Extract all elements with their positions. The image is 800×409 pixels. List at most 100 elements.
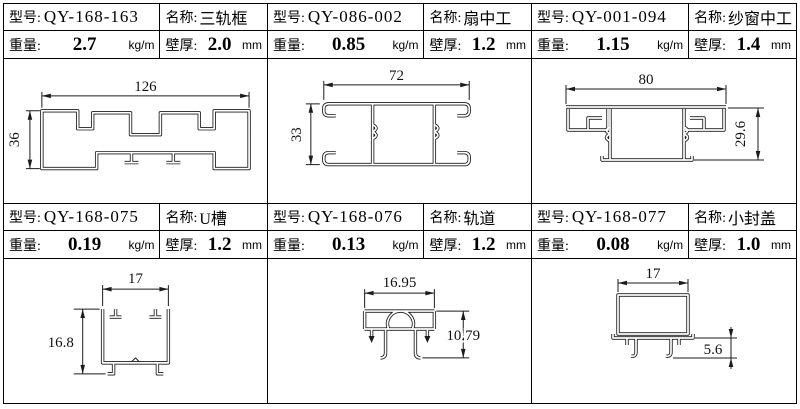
profile-outline bbox=[100, 307, 171, 376]
profile-card-1: 型号: QY-168-163 名称: 三轨框 重量: 2.7 kg/m 壁厚: … bbox=[4, 4, 268, 203]
weight-field: 重量: 1.15 kg/m bbox=[532, 31, 690, 58]
wall-label: 壁厚: bbox=[165, 238, 198, 254]
weight-unit: kg/m bbox=[657, 237, 684, 252]
dimension-lines bbox=[617, 279, 737, 369]
weight-unit: kg/m bbox=[392, 237, 419, 252]
model-field: 型号: QY-168-075 bbox=[4, 204, 161, 231]
wall-value: 1.0 bbox=[736, 233, 761, 255]
name-label: 名称: bbox=[165, 11, 198, 26]
arrowhead bbox=[308, 103, 314, 113]
card-2-drawing-area: 72 33 bbox=[268, 59, 531, 203]
arrowhead bbox=[323, 82, 333, 88]
arrowhead bbox=[308, 155, 314, 165]
name-label: 名称: bbox=[694, 211, 726, 226]
card-1-header: 型号: QY-168-163 名称: 三轨框 重量: 2.7 kg/m 壁厚: … bbox=[4, 4, 267, 59]
wall-label: 壁厚: bbox=[694, 238, 726, 254]
dim-width-label: 126 bbox=[134, 79, 157, 95]
name-label: 名称: bbox=[429, 11, 462, 26]
model-label: 型号: bbox=[9, 11, 41, 26]
dimension-lines bbox=[565, 85, 764, 161]
dim-width-label: 72 bbox=[389, 68, 404, 84]
weight-value: 2.7 bbox=[72, 33, 97, 55]
model-value: QY-168-077 bbox=[571, 207, 667, 226]
wall-field: 壁厚: 1.2 mm bbox=[160, 231, 267, 258]
weight-label: 重量: bbox=[9, 238, 41, 254]
profile-outline bbox=[362, 309, 437, 360]
arrowhead bbox=[679, 280, 688, 286]
model-label: 型号: bbox=[273, 11, 305, 26]
arrowhead bbox=[240, 93, 250, 99]
wall-unit: mm bbox=[505, 237, 526, 252]
model-field: 型号: QY-168-077 bbox=[532, 204, 690, 231]
wall-value: 1.2 bbox=[207, 233, 232, 255]
model-field: 型号: QY-168-163 bbox=[4, 4, 161, 31]
name-field: 名称: 纱窗中工 bbox=[689, 4, 796, 31]
name-field: 名称: 三轨框 bbox=[160, 4, 267, 31]
weight-field: 重量: 0.85 kg/m bbox=[268, 31, 425, 58]
dim-height-label: 33 bbox=[289, 127, 305, 142]
name-value: 小封盖 bbox=[727, 211, 776, 228]
arrowhead bbox=[41, 93, 51, 99]
name-label: 名称: bbox=[429, 211, 462, 226]
card-3-drawing-area: 80 29.6 bbox=[532, 59, 796, 204]
wall-field: 壁厚: 1.4 mm bbox=[689, 31, 796, 58]
weight-field: 重量: 0.13 kg/m bbox=[268, 231, 425, 258]
wall-value: 1.4 bbox=[736, 33, 761, 55]
profile-outline bbox=[322, 102, 471, 167]
weight-field: 重量: 0.19 kg/m bbox=[4, 231, 161, 258]
wall-field: 壁厚: 1.2 mm bbox=[424, 231, 531, 258]
name-value: 纱窗中工 bbox=[727, 11, 792, 28]
name-field: 名称: 小封盖 bbox=[689, 204, 796, 231]
arrowhead bbox=[460, 311, 466, 321]
model-field: 型号: QY-168-076 bbox=[268, 204, 425, 231]
weight-label: 重量: bbox=[9, 38, 41, 54]
weight-label: 重量: bbox=[537, 38, 569, 54]
arrowhead bbox=[27, 110, 33, 120]
profile-outline bbox=[40, 109, 251, 171]
arrowhead bbox=[80, 364, 85, 374]
weight-field: 重量: 2.7 kg/m bbox=[4, 31, 161, 58]
profile-barb bbox=[368, 335, 375, 343]
card-6-header: 型号: QY-168-077 名称: 小封盖 重量: 0.08 kg/m 壁厚:… bbox=[532, 203, 796, 259]
name-field: 名称: U槽 bbox=[160, 204, 267, 231]
wall-unit: mm bbox=[770, 37, 791, 52]
profile-card-4: 型号: QY-168-075 名称: U槽 重量: 0.19 kg/m 壁厚: … bbox=[4, 203, 268, 403]
card-4-drawing-area: 17 16.8 bbox=[4, 259, 267, 403]
card-1-drawing-area: 126 36 bbox=[4, 59, 267, 203]
profile-outline bbox=[611, 293, 695, 358]
weight-value: 1.15 bbox=[596, 33, 630, 55]
wall-field: 壁厚: 1.0 mm bbox=[689, 231, 796, 258]
wall-label: 壁厚: bbox=[429, 38, 462, 54]
name-field: 名称: 扇中工 bbox=[424, 4, 531, 31]
dim-height-label: 29.6 bbox=[733, 120, 749, 147]
profile-outline-inner bbox=[612, 294, 694, 358]
model-label: 型号: bbox=[537, 211, 569, 226]
weight-label: 重量: bbox=[273, 238, 305, 254]
weight-label: 重量: bbox=[537, 238, 569, 254]
arrowhead bbox=[618, 280, 627, 286]
weight-value: 0.13 bbox=[332, 233, 366, 255]
model-field: 型号: QY-001-094 bbox=[532, 4, 690, 31]
weight-unit: kg/m bbox=[128, 37, 155, 52]
profile-drawing-end-cap: 17 5.6 bbox=[611, 266, 737, 369]
weight-value: 0.85 bbox=[332, 33, 366, 55]
name-field: 名称: 轨道 bbox=[424, 204, 531, 231]
arrowhead bbox=[566, 86, 575, 92]
wall-value: 1.2 bbox=[471, 33, 496, 55]
model-value: QY-086-002 bbox=[307, 7, 403, 26]
dim-width-label: 17 bbox=[646, 266, 662, 282]
weight-unit: kg/m bbox=[128, 237, 155, 252]
profile-card-6: 型号: QY-168-077 名称: 小封盖 重量: 0.08 kg/m 壁厚:… bbox=[532, 203, 796, 403]
arrowhead bbox=[460, 348, 466, 358]
card-2-header: 型号: QY-086-002 名称: 扇中工 重量: 0.85 kg/m 壁厚:… bbox=[268, 4, 531, 59]
name-value: 轨道 bbox=[463, 211, 496, 228]
name-label: 名称: bbox=[165, 211, 198, 226]
arrowhead bbox=[27, 159, 33, 169]
card-3-header: 型号: QY-001-094 名称: 纱窗中工 重量: 1.15 kg/m 壁厚… bbox=[532, 4, 796, 59]
card-6-drawing-area: 17 5.6 bbox=[532, 259, 796, 403]
profile-card-5: 型号: QY-168-076 名称: 轨道 重量: 0.13 kg/m 壁厚: … bbox=[268, 203, 532, 403]
dim-width-label: 16.95 bbox=[383, 275, 417, 291]
wall-unit: mm bbox=[505, 37, 526, 52]
arrowhead bbox=[159, 286, 169, 292]
model-field: 型号: QY-086-002 bbox=[268, 4, 425, 31]
